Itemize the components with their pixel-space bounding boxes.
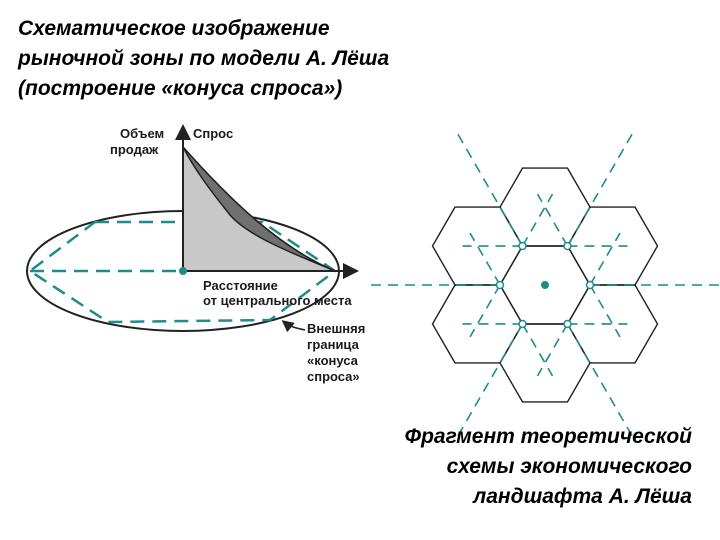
x-axis-label-1: Расстояние — [203, 278, 278, 293]
radial-dashed-line — [566, 133, 634, 247]
radial-dashed-line — [456, 323, 524, 437]
secondary-centre-marker — [518, 319, 527, 329]
secondary-centre-marker — [518, 241, 527, 251]
hex-cell — [499, 167, 591, 247]
hex-cell — [566, 206, 659, 286]
y-axis-label-1: Объем — [120, 126, 164, 141]
secondary-centre-marker — [585, 280, 595, 290]
boundary-label-2: граница — [307, 337, 360, 352]
title-line-1: Схематическое изображение — [18, 17, 330, 40]
branch-dashed-line — [521, 193, 554, 247]
curve-label: Спрос — [193, 126, 233, 141]
branch-dashed-line — [536, 193, 569, 247]
radial-dashed-line — [566, 323, 634, 437]
cone-surface-dark — [182, 146, 336, 272]
branch-dashed-line — [536, 323, 569, 377]
slide-title: Схематическое изображение рыночной зоны … — [18, 14, 468, 104]
branch-dashed-line — [521, 323, 554, 377]
boundary-label-4: спроса» — [307, 369, 360, 384]
x-axis-label-2: от центрального места — [203, 293, 352, 308]
title-line-2: рыночной зоны по модели А. Лёша — [18, 47, 390, 70]
hexagonal-landscape — [370, 133, 720, 437]
secondary-centre-marker — [563, 241, 572, 251]
title-line-3: (построение «конуса спроса») — [18, 77, 343, 100]
branch-dashed-line — [469, 232, 501, 286]
central-place-marker — [541, 281, 549, 289]
secondary-centre-marker — [563, 319, 572, 329]
radial-dashed-line — [456, 133, 524, 247]
secondary-centre-marker — [495, 280, 505, 290]
boundary-label-1: Внешняя — [307, 321, 365, 336]
slide-caption: Фрагмент теоретической схемы экономическ… — [332, 422, 692, 512]
branch-dashed-line — [589, 232, 621, 286]
center-point — [179, 267, 187, 275]
branch-dashed-line — [589, 284, 621, 338]
branch-dashed-line — [469, 284, 501, 338]
caption-line-2: схемы экономического — [446, 455, 692, 478]
hex-cell — [499, 323, 591, 403]
cone-surface-light — [182, 145, 336, 272]
hex-cell — [431, 284, 524, 364]
y-axis-label-2: продаж — [110, 142, 159, 157]
caption-line-3: ландшафта А. Лёша — [473, 485, 692, 508]
boundary-pointer-arrow — [281, 320, 306, 333]
hex-cell — [431, 206, 524, 286]
caption-line-1: Фрагмент теоретической — [404, 425, 692, 448]
hexagon-boundary — [27, 220, 338, 324]
boundary-label-3: «конуса — [307, 353, 359, 368]
hex-cell — [566, 284, 659, 364]
demand-cone-diagram: Объем продаж Спрос Расстояние от централ… — [26, 124, 365, 384]
